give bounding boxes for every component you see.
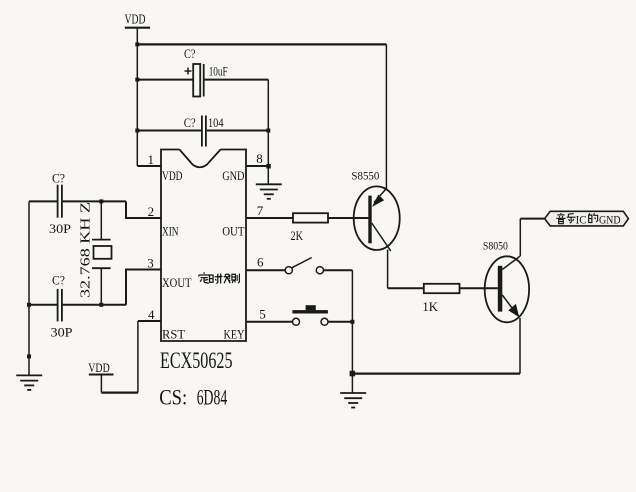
- svg-text:ECX50625: ECX50625: [160, 348, 233, 374]
- svg-text:GND: GND: [222, 168, 244, 183]
- svg-text:6: 6: [257, 254, 264, 269]
- svg-text:5: 5: [259, 307, 266, 322]
- svg-text:2K: 2K: [291, 229, 304, 243]
- svg-text:4: 4: [148, 307, 155, 322]
- svg-text:XIN: XIN: [162, 224, 179, 239]
- svg-text:8: 8: [256, 151, 263, 166]
- svg-text:7: 7: [257, 203, 264, 218]
- svg-text:C?: C?: [52, 172, 65, 186]
- svg-text:S8550: S8550: [351, 168, 379, 182]
- svg-text:OUT: OUT: [222, 224, 244, 239]
- svg-text:IC: IC: [576, 215, 587, 227]
- svg-text:30P: 30P: [51, 326, 73, 340]
- svg-text:XOUT: XOUT: [162, 275, 192, 290]
- svg-text:C?: C?: [52, 273, 65, 287]
- svg-text:VDD: VDD: [162, 168, 183, 183]
- svg-text:VDD: VDD: [88, 361, 110, 375]
- svg-text:30P: 30P: [49, 222, 71, 236]
- svg-text:C?: C?: [184, 47, 196, 61]
- svg-text:RST: RST: [162, 327, 185, 342]
- svg-text:2: 2: [148, 204, 155, 219]
- svg-text:C?: C?: [184, 116, 196, 130]
- svg-text:104: 104: [208, 116, 224, 130]
- svg-text:1: 1: [148, 152, 155, 167]
- svg-text:CS:: CS:: [159, 385, 187, 410]
- svg-text:S8050: S8050: [483, 239, 508, 253]
- svg-text:6D84: 6D84: [197, 385, 228, 410]
- svg-text:KEY: KEY: [224, 327, 245, 342]
- svg-text:GND: GND: [599, 215, 621, 227]
- svg-text:10uF: 10uF: [209, 65, 228, 79]
- svg-text:3: 3: [147, 255, 154, 270]
- svg-text:VDD: VDD: [125, 12, 146, 27]
- svg-text:32.768 KH Z: 32.768 KH Z: [77, 202, 92, 298]
- svg-text:1K: 1K: [422, 300, 438, 314]
